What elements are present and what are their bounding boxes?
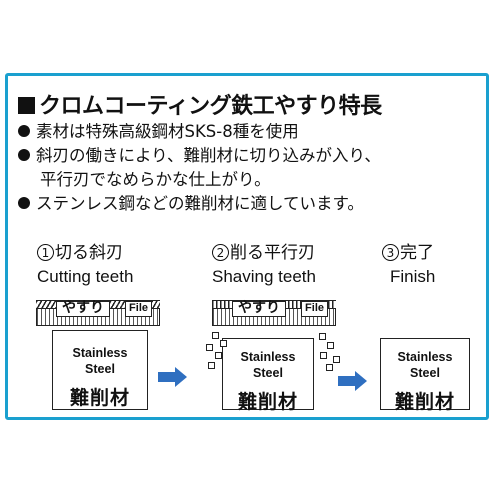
file-tool: やすり File — [212, 300, 336, 326]
file-tool: やすり File — [36, 300, 160, 326]
feature-list: 素材は特殊高級鋼材SKS-8種を使用 斜刃の働きにより、難削材に切り込みが入り、… — [18, 120, 381, 216]
bullet-dot-icon — [18, 149, 30, 161]
file-label: やすり — [232, 301, 286, 317]
step-number: 2 — [212, 244, 229, 261]
file-tag: File — [301, 301, 328, 317]
bullet-dot-icon — [18, 125, 30, 137]
square-bullet-icon — [18, 97, 35, 114]
step-number: 3 — [382, 244, 399, 261]
heading-text: クロムコーティング鉄工やすり特長 — [39, 94, 382, 119]
stainless-steel-block: Stainless Steel 難削材 — [52, 330, 148, 410]
bullet-dot-icon — [18, 197, 30, 209]
list-item-continuation: 平行刃でなめらかな仕上がり。 — [40, 170, 271, 189]
feature-heading: クロムコーティング鉄工やすり特長 — [18, 88, 382, 120]
stainless-steel-block: Stainless Steel 難削材 — [222, 338, 314, 413]
list-item: 斜刃の働きにより、難削材に切り込みが入り、 — [18, 144, 381, 168]
step-number: 1 — [37, 244, 54, 261]
finished-steel-block: Stainless Steel 難削材 — [380, 338, 470, 413]
list-item: 素材は特殊高級鋼材SKS-8種を使用 — [18, 120, 381, 144]
file-label: やすり — [56, 301, 110, 317]
file-tag: File — [125, 301, 152, 317]
arrow-right-icon — [338, 371, 367, 391]
list-item: ステンレス鋼などの難削材に適しています。 — [18, 192, 381, 216]
info-frame — [5, 73, 489, 420]
arrow-right-icon — [158, 367, 187, 387]
